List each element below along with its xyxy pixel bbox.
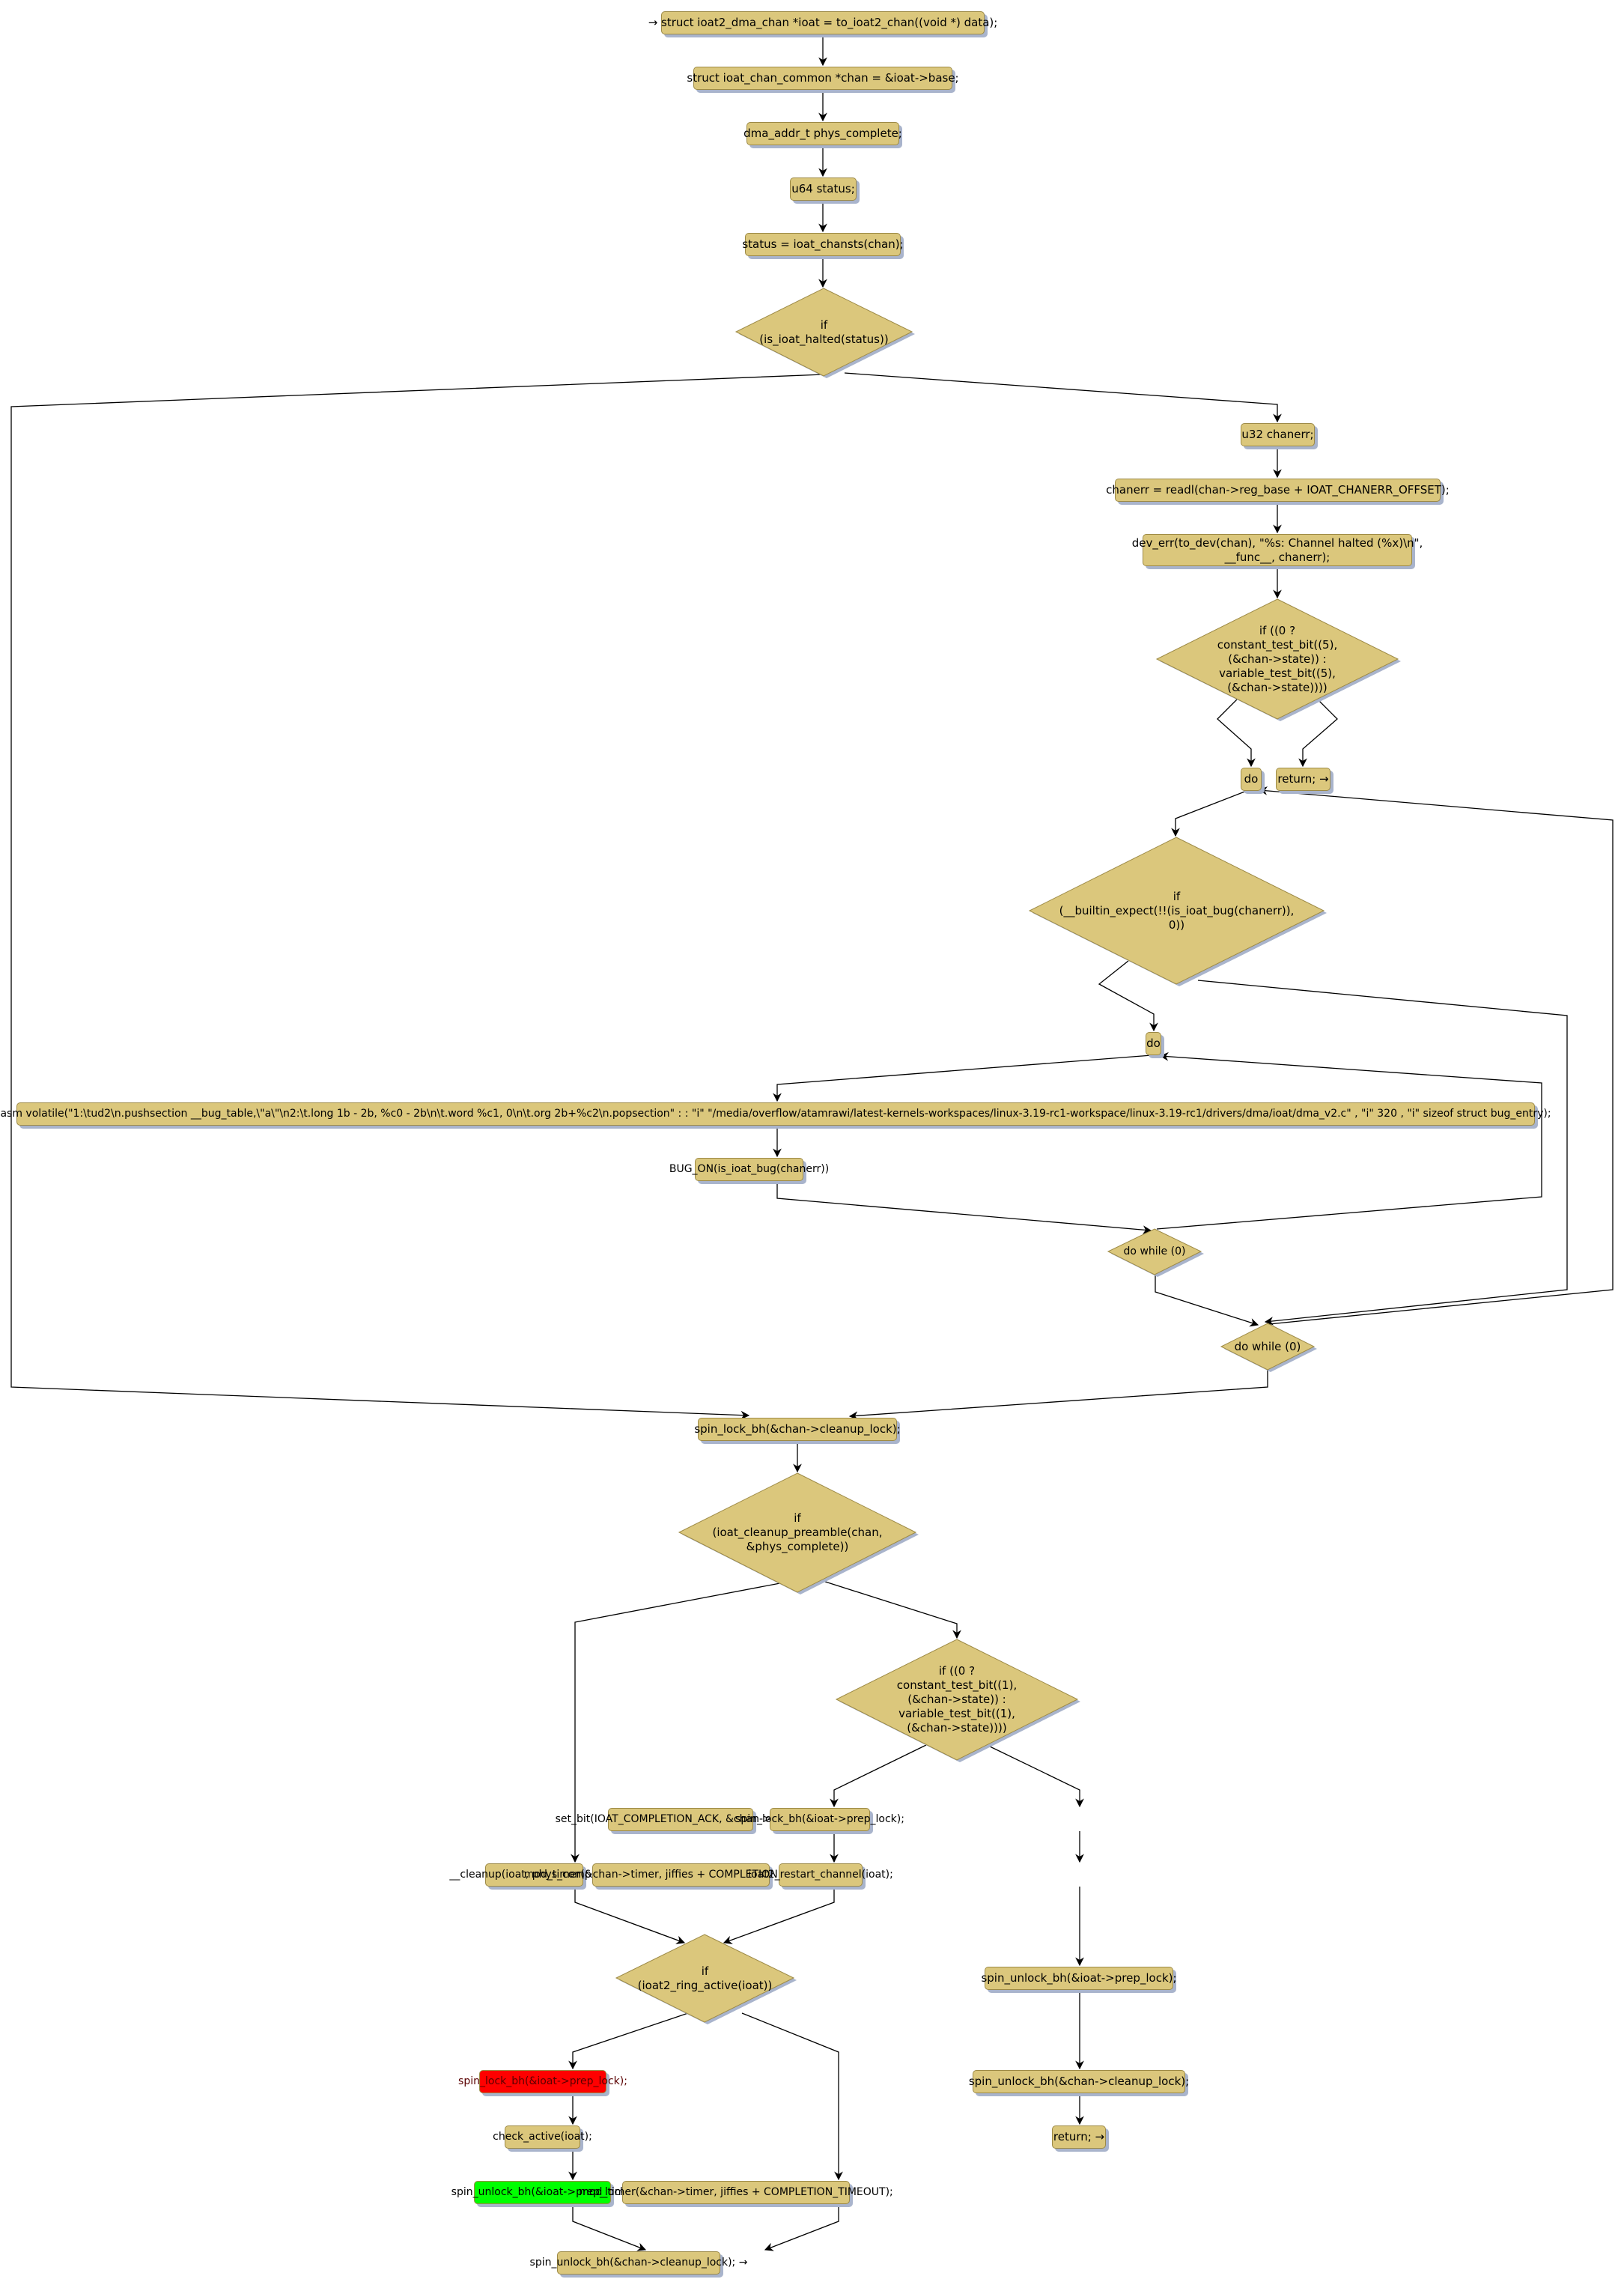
edge-n11-n12 [773, 1055, 1152, 1102]
edge-d7-n15 [830, 1744, 927, 1808]
edge-d6-n17 [571, 1582, 785, 1863]
node-spin-lock-cleanup[interactable]: spin_lock_bh(&chan->cleanup_lock); [694, 1418, 901, 1441]
edge-n17-d8 [574, 1887, 686, 1944]
edge-d4-n11 [1156, 1052, 1542, 1230]
node-check-active[interactable]: check_active(ioat); [493, 2125, 592, 2149]
edge-n9-d3 [1171, 790, 1247, 837]
diamond-shape [1028, 837, 1327, 986]
decision-is-halted[interactable]: if (is_ioat_halted(status)) [735, 288, 915, 378]
node-dev-err[interactable]: dev_err(to_dev(chan), "%s: Channel halte… [1132, 534, 1423, 566]
node-return-halted[interactable]: return; → [1276, 768, 1330, 791]
node-do-outer[interactable]: do [1241, 768, 1262, 791]
node-spin-unlock-cleanup-right[interactable]: spin_unlock_bh(&chan->cleanup_lock); [969, 2070, 1189, 2093]
decision-label: if (is_ioat_halted(status)) [759, 318, 889, 346]
node-chanerr-decl[interactable]: u32 chanerr; [1241, 423, 1315, 446]
node-spin-unlock-cleanup-exit[interactable]: spin_unlock_bh(&chan->cleanup_lock); → [530, 2251, 747, 2275]
node-set-bit-ack[interactable]: set_bit(IOAT_COMPLETION_ACK, &chan->stat… [556, 1808, 806, 1831]
decision-label: if (__builtin_expect(!!(is_ioat_bug(chan… [1059, 889, 1295, 932]
edge-d5-n14 [848, 1370, 1268, 1421]
edge-d2-n10 [1298, 699, 1338, 768]
diamond-shape [1155, 598, 1401, 721]
decision-label: if (ioat2_ring_active(ioat)) [637, 1964, 773, 1992]
edge-d1-n6 [844, 372, 1282, 423]
edge-n26-n27 [764, 2204, 839, 2251]
diamond-shape [835, 1639, 1080, 1762]
edge-d8-n21 [568, 2012, 689, 2070]
decision-ring-active[interactable]: if (ioat2_ring_active(ioat)) [615, 1934, 797, 2024]
diamond-shape [1107, 1228, 1204, 1277]
diamond-shape [1220, 1323, 1317, 1372]
node-phys-complete-decl[interactable]: dma_addr_t phys_complete; [743, 122, 902, 145]
decision-cleanup-preamble[interactable]: if (ioat_cleanup_preamble(chan, &phys_co… [678, 1472, 919, 1594]
edge-d6-d7 [820, 1580, 961, 1639]
node-spin-lock-prep-highlighted[interactable]: spin_lock_bh(&ioat->prep_lock); [458, 2070, 627, 2093]
diamond-shape [735, 288, 915, 378]
diamond-shape [615, 1934, 797, 2024]
edge-d4-d5 [1155, 1275, 1259, 1327]
decision-label: do while (0) [1234, 1339, 1301, 1353]
edge-d3-n11 [1098, 960, 1158, 1032]
node-status-decl[interactable]: u64 status; [790, 177, 857, 201]
decision-builtin-expect[interactable]: if (__builtin_expect(!!(is_ioat_bug(chan… [1028, 837, 1327, 986]
node-spin-lock-prep-right[interactable]: spin_lock_bh(&ioat->prep_lock); [735, 1808, 904, 1831]
edge-n25-n27 [572, 2204, 647, 2251]
node-asm-bug[interactable]: asm volatile("1:\tud2\n.pushsection __bu… [0, 1102, 1551, 1126]
node-chanerr-readl[interactable]: chanerr = readl(chan->reg_base + IOAT_CH… [1106, 479, 1450, 502]
edge-d2-n9 [1217, 699, 1256, 768]
node-mod-timer-active[interactable]: mod_timer(&chan->timer, jiffies + COMPLE… [579, 2181, 893, 2204]
decision-do-while-inner[interactable]: do while (0) [1107, 1228, 1204, 1277]
decision-label: do while (0) [1123, 1245, 1186, 1257]
node-restart-channel[interactable]: ioat2_restart_channel(ioat); [748, 1863, 893, 1887]
edge-n13-d4 [776, 1181, 1152, 1234]
node-mod-timer-ack[interactable]: mod_timer(&chan->timer, jiffies + COMPLE… [524, 1863, 838, 1887]
node-bug-on[interactable]: BUG_ON(is_ioat_bug(chanerr)) [669, 1158, 829, 1181]
edge-d5-n9 [1258, 786, 1614, 1325]
node-spin-unlock-prep-right[interactable]: spin_unlock_bh(&ioat->prep_lock); [981, 1967, 1177, 1990]
decision-test-bit-5[interactable]: if ((0 ? constant_test_bit((5), (&chan->… [1155, 598, 1401, 721]
decision-label: if (ioat_cleanup_preamble(chan, &phys_co… [712, 1511, 883, 1553]
decision-label: if ((0 ? constant_test_bit((1), (&chan->… [896, 1664, 1018, 1735]
node-return-restart[interactable]: return; → [1052, 2125, 1106, 2149]
node-chan-init[interactable]: struct ioat_chan_common *chan = &ioat->b… [687, 67, 959, 90]
decision-test-bit-1[interactable]: if ((0 ? constant_test_bit((1), (&chan->… [835, 1639, 1080, 1762]
node-spin-unlock-prep-highlighted[interactable]: spin_unlock_bh(&ioat->prep_lock); [451, 2181, 633, 2204]
edge-n18-d8 [723, 1887, 835, 1944]
edge-d7-n16 [986, 1744, 1084, 1808]
node-status-assign[interactable]: status = ioat_chansts(chan); [742, 233, 904, 256]
edge-d8-n26 [741, 2012, 843, 2181]
decision-label: if ((0 ? constant_test_bit((5), (&chan->… [1217, 623, 1338, 694]
node-do-inner[interactable]: do [1146, 1032, 1161, 1055]
edge-d1-n14 [10, 374, 824, 1420]
diamond-shape [678, 1472, 919, 1594]
node-ioat-init[interactable]: → struct ioat2_dma_chan *ioat = to_ioat2… [648, 11, 997, 34]
decision-do-while-outer[interactable]: do while (0) [1220, 1323, 1317, 1372]
edge-d3-d5 [1197, 980, 1568, 1326]
